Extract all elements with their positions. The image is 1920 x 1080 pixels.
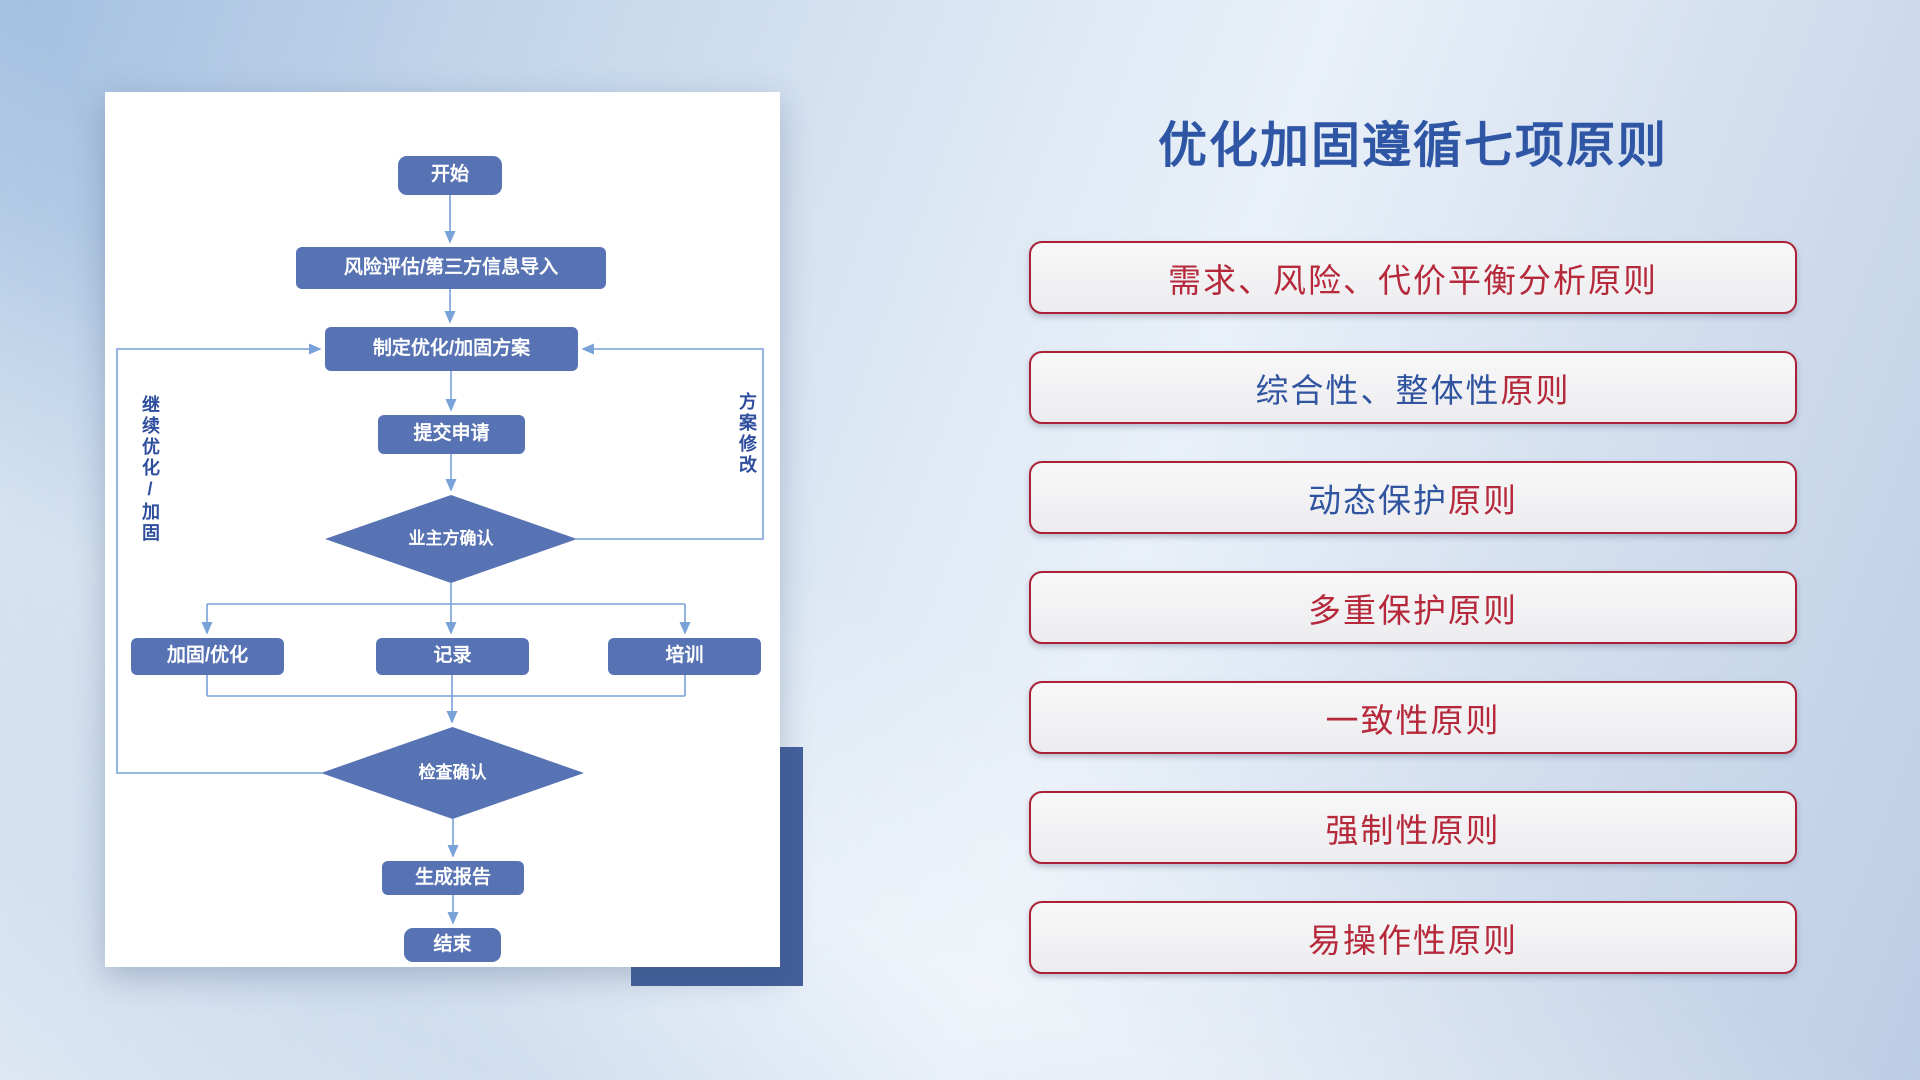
flow-node-make-plan: 制定优化/加固方案 [325,327,578,371]
flow-node-risk-import: 风险评估/第三方信息导入 [296,247,606,289]
flow-node-end: 结束 [404,928,501,962]
principle-item: 综合性、整体性原则 [1029,351,1797,424]
principle-item: 强制性原则 [1029,791,1797,864]
principles-list: 需求、风险、代价平衡分析原则综合性、整体性原则动态保护原则多重保护原则一致性原则… [1029,241,1797,974]
flow-node-start: 开始 [398,156,502,195]
principle-item: 多重保护原则 [1029,571,1797,644]
principle-text-segment: 一致性原则 [1325,701,1501,739]
flowchart-panel: 开始 风险评估/第三方信息导入 制定优化/加固方案 提交申请 业主方确认 加固/… [105,92,780,967]
flow-node-harden: 加固/优化 [131,638,284,675]
principle-text-segment: 强制性原则 [1325,811,1501,849]
principle-item: 易操作性原则 [1029,901,1797,974]
slide-title: 优化加固遵循七项原则 [1157,119,1668,173]
flow-node-submit: 提交申请 [378,415,525,454]
flow-node-train: 培训 [608,638,761,675]
loop-label-plan-modify: 方案修改 [737,392,757,476]
flow-node-report: 生成报告 [382,861,524,895]
flow-node-record: 记录 [376,638,529,675]
loop-label-continue-optimize: 继续优化/加固 [140,395,160,544]
principle-text-segment: 动态保护 [1308,481,1448,519]
principle-text-segment: 多重保护原则 [1308,591,1518,629]
principle-text-segment: 需求、风险、代价平衡分析原则 [1168,261,1658,299]
principle-item: 动态保护原则 [1029,461,1797,534]
principle-text-segment: 综合性、整体性 [1255,371,1501,409]
flow-connector-plan-modify-loop [576,343,764,540]
principle-text-segment: 易操作性原则 [1308,921,1518,959]
flow-connector-continue-loop [116,343,322,774]
principle-text-segment: 原则 [1448,481,1518,519]
principle-text-segment: 原则 [1500,371,1571,409]
principle-item: 一致性原则 [1029,681,1797,754]
flowchart-connectors [116,195,764,925]
principle-item: 需求、风险、代价平衡分析原则 [1029,241,1797,314]
